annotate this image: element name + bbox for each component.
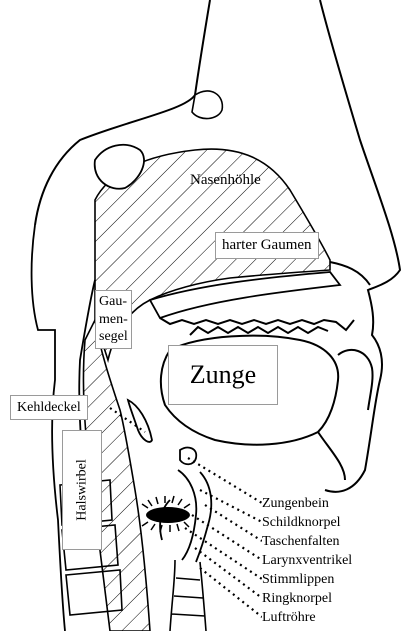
label-zungenbein: Zungenbein [262,494,352,513]
label-larynxventrikel: Larynxventrikel [262,551,352,570]
label-luftroehre: Luftröhre [262,608,352,627]
label-ringknorpel: Ringknorpel [262,589,352,608]
lower-teeth [190,327,328,335]
label-gaumensegel-line1: Gau- [99,293,128,311]
label-gaumensegel-line3: segel [99,328,128,346]
label-halswirbel-text: Halswirbel [74,459,89,520]
label-halswirbel: Halswirbel [62,430,102,550]
label-schildknorpel: Schildknorpel [262,513,352,532]
label-gaumensegel-line2: men- [99,311,128,329]
label-taschenfalten: Taschenfalten [262,532,352,551]
vocal-folds-mark [146,507,190,523]
label-stimmlippen: Stimmlippen [262,570,352,589]
legend-labels: Zungenbein Schildknorpel Taschenfalten L… [262,494,352,627]
label-harter-gaumen: harter Gaumen [215,232,319,259]
label-nasenhoehle: Nasenhöhle [190,172,261,189]
label-zunge: Zunge [168,345,278,405]
label-gaumensegel: Gau- men- segel [95,290,132,349]
sinus-blob [192,91,222,119]
trachea-outline [170,560,206,631]
epiglottis-shape [128,400,152,442]
label-kehldeckel: Kehldeckel [10,395,88,420]
